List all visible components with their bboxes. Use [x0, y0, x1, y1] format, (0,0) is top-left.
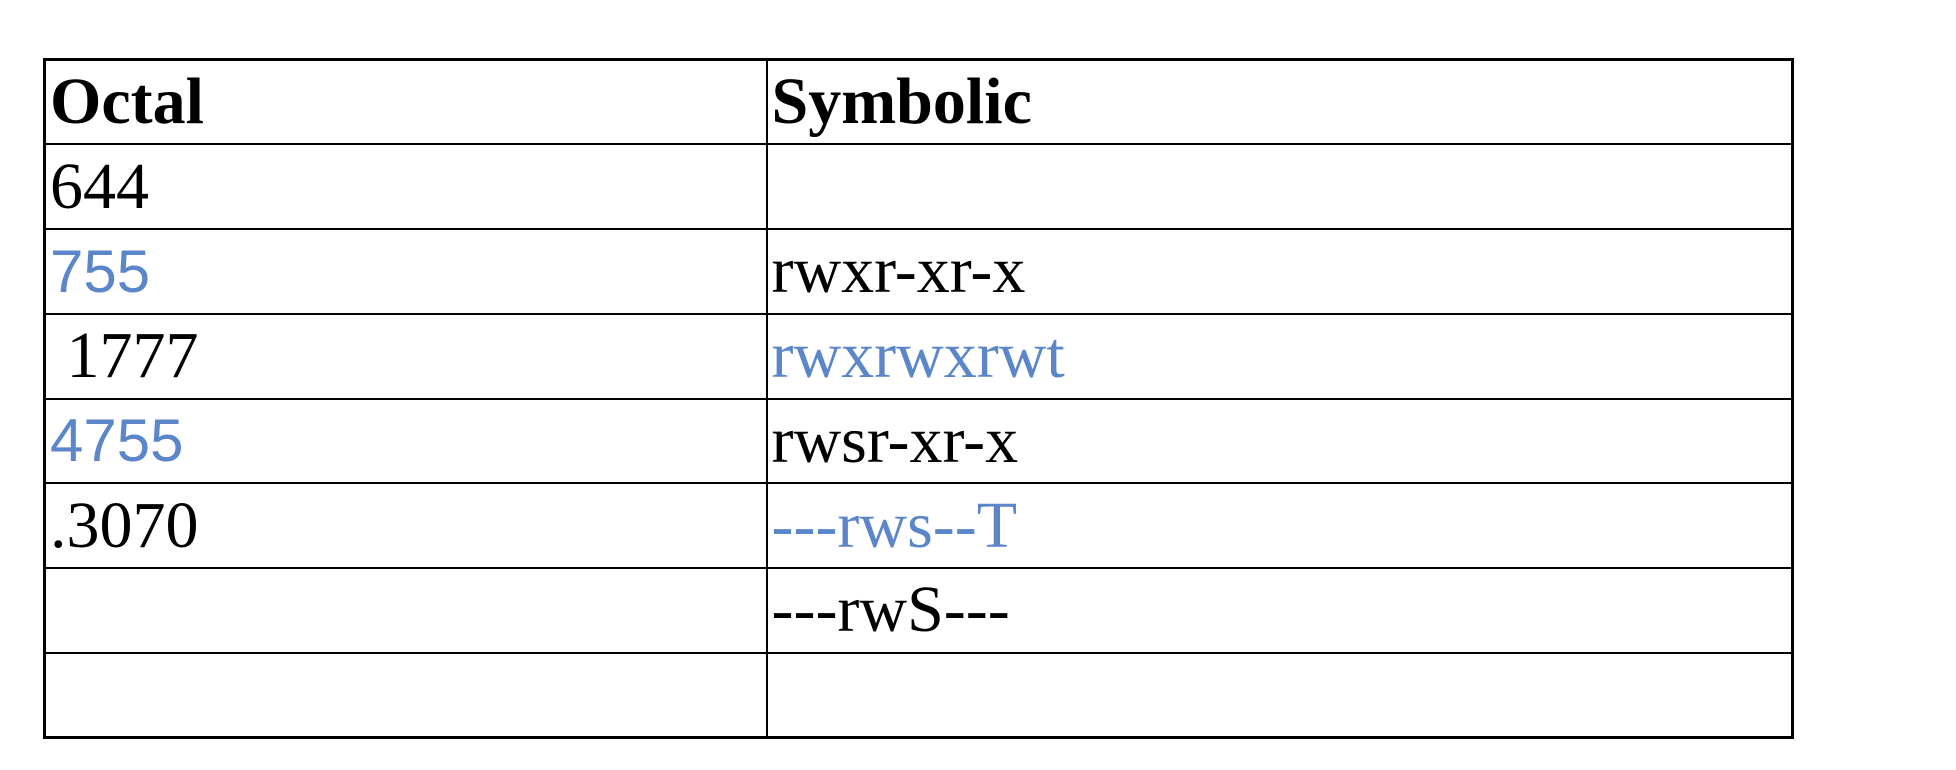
permissions-table: Octal Symbolic 644 755 rwxr-xr-x 177	[43, 58, 1794, 739]
octal-value: 755	[50, 237, 151, 305]
symbolic-value: ---rws--T	[771, 488, 1018, 562]
octal-cell: 755	[43, 228, 768, 315]
table-row: 644	[43, 143, 1794, 230]
octal-value: 644	[50, 149, 149, 223]
table-row: 1777 rwxrwxrwt	[43, 312, 1794, 400]
octal-cell	[43, 651, 768, 739]
symbolic-value: rwxr-xr-x	[771, 234, 1026, 308]
octal-cell: 644	[43, 143, 768, 230]
table-row	[43, 651, 1794, 739]
octal-cell: 1777	[43, 312, 768, 400]
table-row: 755 rwxr-xr-x	[43, 228, 1794, 315]
octal-header-label: Octal	[50, 65, 204, 139]
table-row: 4755 rwsr-xr-x	[43, 397, 1794, 485]
symbolic-value: ---rwS---	[771, 573, 1010, 647]
symbolic-value: rwxrwxrwt	[771, 319, 1065, 393]
symbolic-cell: rwsr-xr-x	[765, 397, 1794, 485]
octal-cell: .3070	[43, 482, 768, 569]
symbolic-cell: rwxr-xr-x	[765, 228, 1794, 315]
symbolic-cell: rwxrwxrwt	[765, 312, 1794, 400]
octal-cell	[43, 567, 768, 654]
octal-header-cell: Octal	[43, 58, 768, 146]
octal-value: .3070	[50, 488, 199, 562]
symbolic-cell	[765, 651, 1794, 739]
symbolic-cell: ---rws--T	[765, 482, 1794, 569]
symbolic-value: rwsr-xr-x	[771, 403, 1019, 477]
table-row: .3070 ---rws--T	[43, 482, 1794, 569]
symbolic-header-cell: Symbolic	[765, 58, 1794, 146]
table-row: ---rwS---	[43, 567, 1794, 654]
octal-cell: 4755	[43, 397, 768, 485]
header-row: Octal Symbolic	[43, 58, 1794, 146]
symbolic-cell	[765, 143, 1794, 230]
octal-value: 4755	[50, 407, 184, 475]
symbolic-cell: ---rwS---	[765, 567, 1794, 654]
octal-value: 1777	[50, 319, 199, 393]
symbolic-header-label: Symbolic	[771, 65, 1032, 139]
